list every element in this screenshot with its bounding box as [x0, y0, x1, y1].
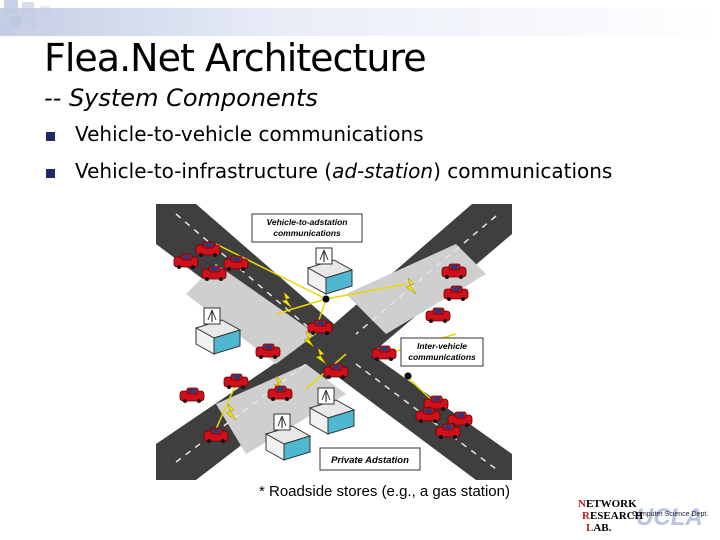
bullet-item: Vehicle-to-vehicle communications — [40, 122, 612, 159]
ucla-watermark: UCLA — [636, 504, 703, 531]
private-adstation-label: Private Adstation — [331, 455, 409, 466]
parking-lot — [216, 364, 346, 454]
title-bar-gradient — [0, 8, 720, 36]
inter-label-line2: communications — [408, 352, 476, 362]
bullet-item: Vehicle-to-infrastructure (ad-station) c… — [40, 159, 612, 196]
slide-title: Flea.Net Architecture — [44, 36, 427, 80]
architecture-diagram: Vehicle-to-adstation communications Inte… — [156, 204, 512, 480]
bullet-text: Vehicle-to-infrastructure (ad-station) c… — [75, 159, 613, 183]
bullet-square-icon — [46, 169, 55, 178]
slide-subtitle: -- System Components — [44, 84, 318, 112]
bullet-text: Vehicle-to-vehicle communications — [75, 122, 424, 146]
nrl-ucla-logo: UCLA NETWORK RESEARCH LAB. Computer Scie… — [578, 498, 709, 534]
figure-caption: * Roadside stores (e.g., a gas station) — [259, 483, 510, 500]
bullet-square-icon — [46, 132, 55, 141]
inter-label-line1: Inter-vehicle — [417, 341, 467, 351]
v2a-label-line1: Vehicle-to-adstation — [267, 217, 348, 227]
v2a-label-line2: communications — [273, 228, 341, 238]
logo-dept: Computer Science Dept. — [632, 511, 709, 518]
parking-lot — [186, 264, 316, 364]
bullet-list: Vehicle-to-vehicle communications Vehicl… — [40, 122, 612, 196]
